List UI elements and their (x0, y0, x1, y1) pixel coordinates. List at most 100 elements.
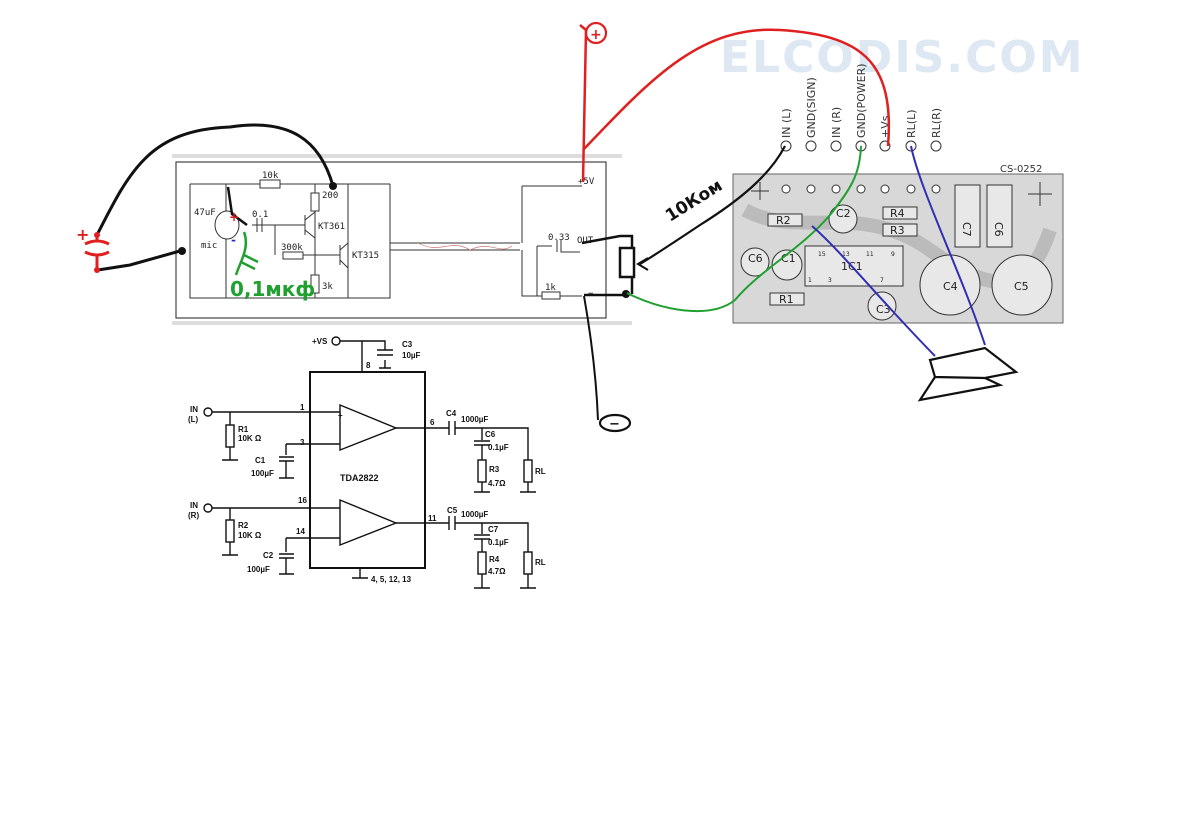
label-47uf: 47uF (194, 208, 216, 218)
ic-pin-label: 15 (818, 251, 826, 258)
black-wire-in-l (639, 145, 786, 265)
tda-r3: R3 (489, 465, 500, 474)
tda-c7-val: 0.1µF (488, 538, 509, 547)
red-wire-vs (582, 28, 891, 151)
label-200: 200 (322, 191, 338, 201)
pin-rl-r: RL(R) (930, 108, 943, 138)
tda-c1-val: 100µF (251, 469, 274, 478)
cap-plus-label: + (76, 225, 89, 244)
tda-r4-val: 4.7Ω (488, 567, 506, 576)
faint-text-line (172, 154, 622, 158)
tda-in-l: IN (190, 405, 198, 414)
pin-in-r: IN (R) (830, 107, 843, 138)
tda-gnd-pins: 4, 5, 12, 13 (371, 575, 412, 584)
part-c6-small: C6 (748, 252, 763, 265)
speaker-icon (917, 346, 1019, 402)
faint-text-line (172, 321, 632, 325)
tda-c6-val: 0.1µF (488, 443, 509, 452)
tda-pin11: 11 (428, 514, 437, 523)
tda-rl1: RL (535, 467, 546, 476)
watermark: ELCODIS.COM (720, 32, 1085, 83)
red-plus-mark: + (229, 210, 239, 224)
pin-in-l: IN (L) (780, 108, 793, 138)
tda-r1: R1 (238, 425, 249, 434)
tda-in-l2: (L) (188, 415, 199, 424)
tda-pin14: 14 (296, 527, 305, 536)
tda-chip-label: TDA2822 (340, 473, 379, 483)
black-wire-mic-top (95, 123, 335, 236)
part-r3: R3 (890, 224, 905, 237)
tda-pin3: 3 (300, 438, 305, 447)
green-wire-gnd (626, 145, 862, 313)
tda-r2: R2 (238, 521, 249, 530)
tda-c7: C7 (488, 525, 499, 534)
label-1k: 1k (545, 283, 556, 293)
part-r4: R4 (890, 207, 905, 220)
label-mic: mic (201, 241, 217, 251)
tda-c4-val: 1000µF (461, 415, 488, 424)
tda-c5: C5 (447, 506, 458, 515)
tda-vs: +VS (312, 337, 328, 346)
tda-pin1: 1 (300, 403, 305, 412)
battery-capacitor-icon (84, 232, 110, 273)
ic-pin-label: 13 (842, 251, 850, 258)
green-capacitor-icon (234, 231, 259, 276)
plus-terminal (584, 21, 608, 45)
tda-c2-val: 100µF (247, 565, 270, 574)
tda-c3: C3 (402, 340, 413, 349)
amplifier-module-pcb: R2 C2 R4 R3 C7 C6 C6 C1 1C1 C4 C5 R1 C3 … (732, 63, 1064, 324)
blue-minus-mark: - (231, 233, 236, 247)
label-out: OUT (577, 236, 594, 246)
tda-r2-val: 10K Ω (238, 531, 262, 540)
plus-input: + (338, 411, 343, 420)
tda-in-r: IN (190, 501, 198, 510)
label-3k: 3k (322, 282, 333, 292)
part-r2: R2 (776, 214, 791, 227)
tda-c6: C6 (485, 430, 496, 439)
tda-r1-val: 10K Ω (238, 434, 262, 443)
ic-pin-label: 11 (866, 251, 874, 258)
red-wire-plus (579, 24, 588, 183)
label-kt315: KT315 (352, 251, 379, 261)
tda-c3-val: 10µF (402, 351, 421, 360)
tda-r4: R4 (489, 555, 500, 564)
part-c4: C4 (943, 280, 958, 293)
blue-wire-speaker (811, 225, 936, 357)
tda-c4: C4 (446, 409, 457, 418)
tda-pin8: 8 (366, 361, 371, 370)
arrow-icon (636, 257, 649, 271)
part-c6: C6 (992, 222, 1005, 237)
tda-rl2: RL (535, 558, 546, 567)
ic-pin-label: 7 (880, 277, 884, 284)
ic-pin-label: 3 (828, 277, 832, 284)
part-c5: C5 (1014, 280, 1029, 293)
pin-gnd-sign: GND(SIGN) (805, 77, 818, 138)
part-c2: C2 (836, 207, 851, 220)
solder-dot (178, 247, 186, 255)
tda-pin6: 6 (430, 418, 435, 427)
plus-label: + (590, 27, 602, 43)
part-r1: R1 (779, 293, 794, 306)
black-wire-minus (583, 295, 599, 421)
label-0-33: 0.33 (548, 233, 570, 243)
pin-rl-l: RL(L) (905, 110, 918, 138)
ic-pin-label: 9 (891, 251, 895, 258)
part-c7: C7 (960, 222, 973, 237)
label-10k: 10k (262, 171, 279, 181)
tda-c5-val: 1000µF (461, 510, 488, 519)
minus-terminal (598, 413, 632, 433)
tda-c1: C1 (255, 456, 266, 465)
black-wire-mic-cap (226, 186, 248, 227)
hand-drawn-wiring: + + + - 0,1мкф 10Ком − (76, 21, 1019, 433)
cap-note: 0,1мкф (230, 277, 315, 301)
tda-in-r2: (R) (188, 511, 199, 520)
pot-note: 10Ком (662, 176, 726, 226)
potentiometer-icon (581, 234, 636, 298)
tda-r3-val: 4.7Ω (488, 479, 506, 488)
tda-c2: C2 (263, 551, 274, 560)
blue-wire-rl (910, 145, 986, 346)
tda2822-schematic: + +VS 8 C3 10µF IN (L) R1 10K Ω C1 100µF… (188, 336, 546, 589)
tda-pin16: 16 (298, 496, 307, 505)
